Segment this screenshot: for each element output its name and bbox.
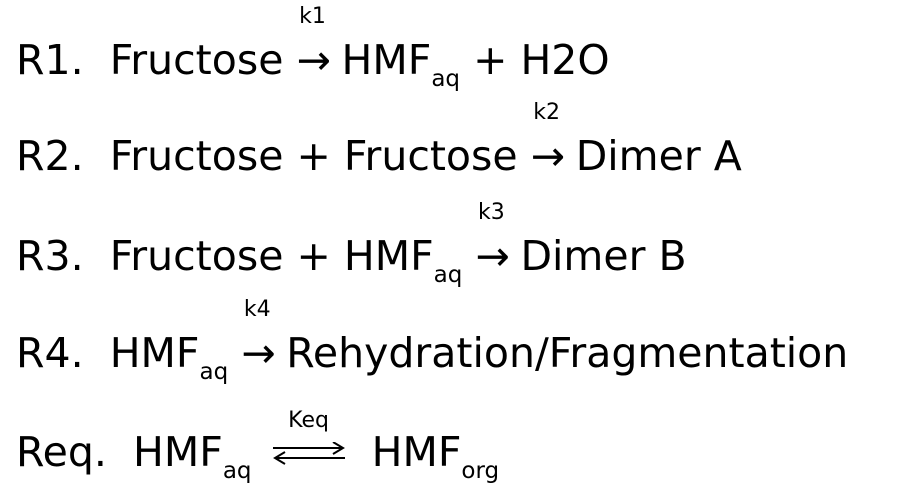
reaction-r1: R1. Fructose k1 → HMFaq + H2O (16, 6, 610, 91)
forward-arrow: k1 → (296, 6, 331, 84)
forward-arrow: k4 → (241, 299, 276, 377)
species-subscript: org (461, 458, 500, 484)
plus-sign: + (296, 232, 331, 280)
species-subscript: aq (199, 359, 229, 385)
arrow-icon: → (530, 132, 566, 180)
reaction-req: Req. HMFaq Keq HMForg (16, 410, 500, 483)
rate-constant-label: k1 (299, 4, 326, 29)
product-rehydration-fragmentation: Rehydration/Fragmentation (286, 329, 849, 377)
reactant-fructose: Fructose (109, 232, 284, 280)
species-subscript: aq (431, 66, 461, 92)
forward-arrow: k3 → (475, 202, 510, 280)
rate-constant-label: k4 (243, 297, 271, 322)
reaction-r2: R2. Fructose + Fructose k2 → Dimer A (16, 102, 742, 180)
product-water: H2O (520, 36, 610, 84)
reaction-label: R3. (16, 232, 84, 280)
reactant-fructose: Fructose (109, 132, 284, 180)
species-name: HMF (109, 329, 200, 377)
product-dimer-b: Dimer B (520, 232, 687, 280)
reaction-r3: R3. Fructose + HMFaq k3 → Dimer B (16, 202, 687, 287)
species-name: HMF (371, 428, 462, 476)
reactant-hmf: HMFaq (133, 432, 252, 483)
product-hmf: HMFaq (342, 40, 461, 91)
equilibrium-constant-label: Keq (288, 408, 329, 433)
species-name: HMF (343, 232, 434, 280)
reaction-label: R1. (16, 36, 84, 84)
reaction-label: R4. (16, 329, 84, 377)
product-dimer-a: Dimer A (575, 132, 742, 180)
rate-constant-label: k3 (478, 200, 505, 225)
reactant-hmf: HMFaq (344, 236, 463, 287)
reaction-label: R2. (16, 132, 84, 180)
rate-constant-label: k2 (533, 100, 561, 125)
forward-arrow: k2 → (530, 102, 566, 180)
reaction-r4: R4. HMFaq k4 → Rehydration/Fragmentation (16, 299, 849, 384)
arrow-icon: → (296, 36, 331, 84)
reaction-label: Req. (16, 428, 107, 476)
arrow-icon: → (475, 232, 510, 280)
arrow-icon: → (241, 329, 276, 377)
plus-sign: + (296, 132, 331, 180)
reactant-fructose: Fructose (109, 36, 284, 84)
reactant-fructose-2: Fructose (343, 132, 518, 180)
reactant-hmf: HMFaq (110, 333, 229, 384)
species-name: HMF (133, 428, 223, 476)
equilibrium-arrows-icon (272, 442, 345, 465)
species-subscript: aq (222, 458, 252, 484)
species-name: HMF (341, 36, 432, 84)
species-subscript: aq (433, 262, 463, 288)
equilibrium-arrow: Keq (271, 410, 347, 466)
plus-sign: + (473, 36, 508, 84)
product-hmf-org: HMForg (372, 432, 500, 483)
